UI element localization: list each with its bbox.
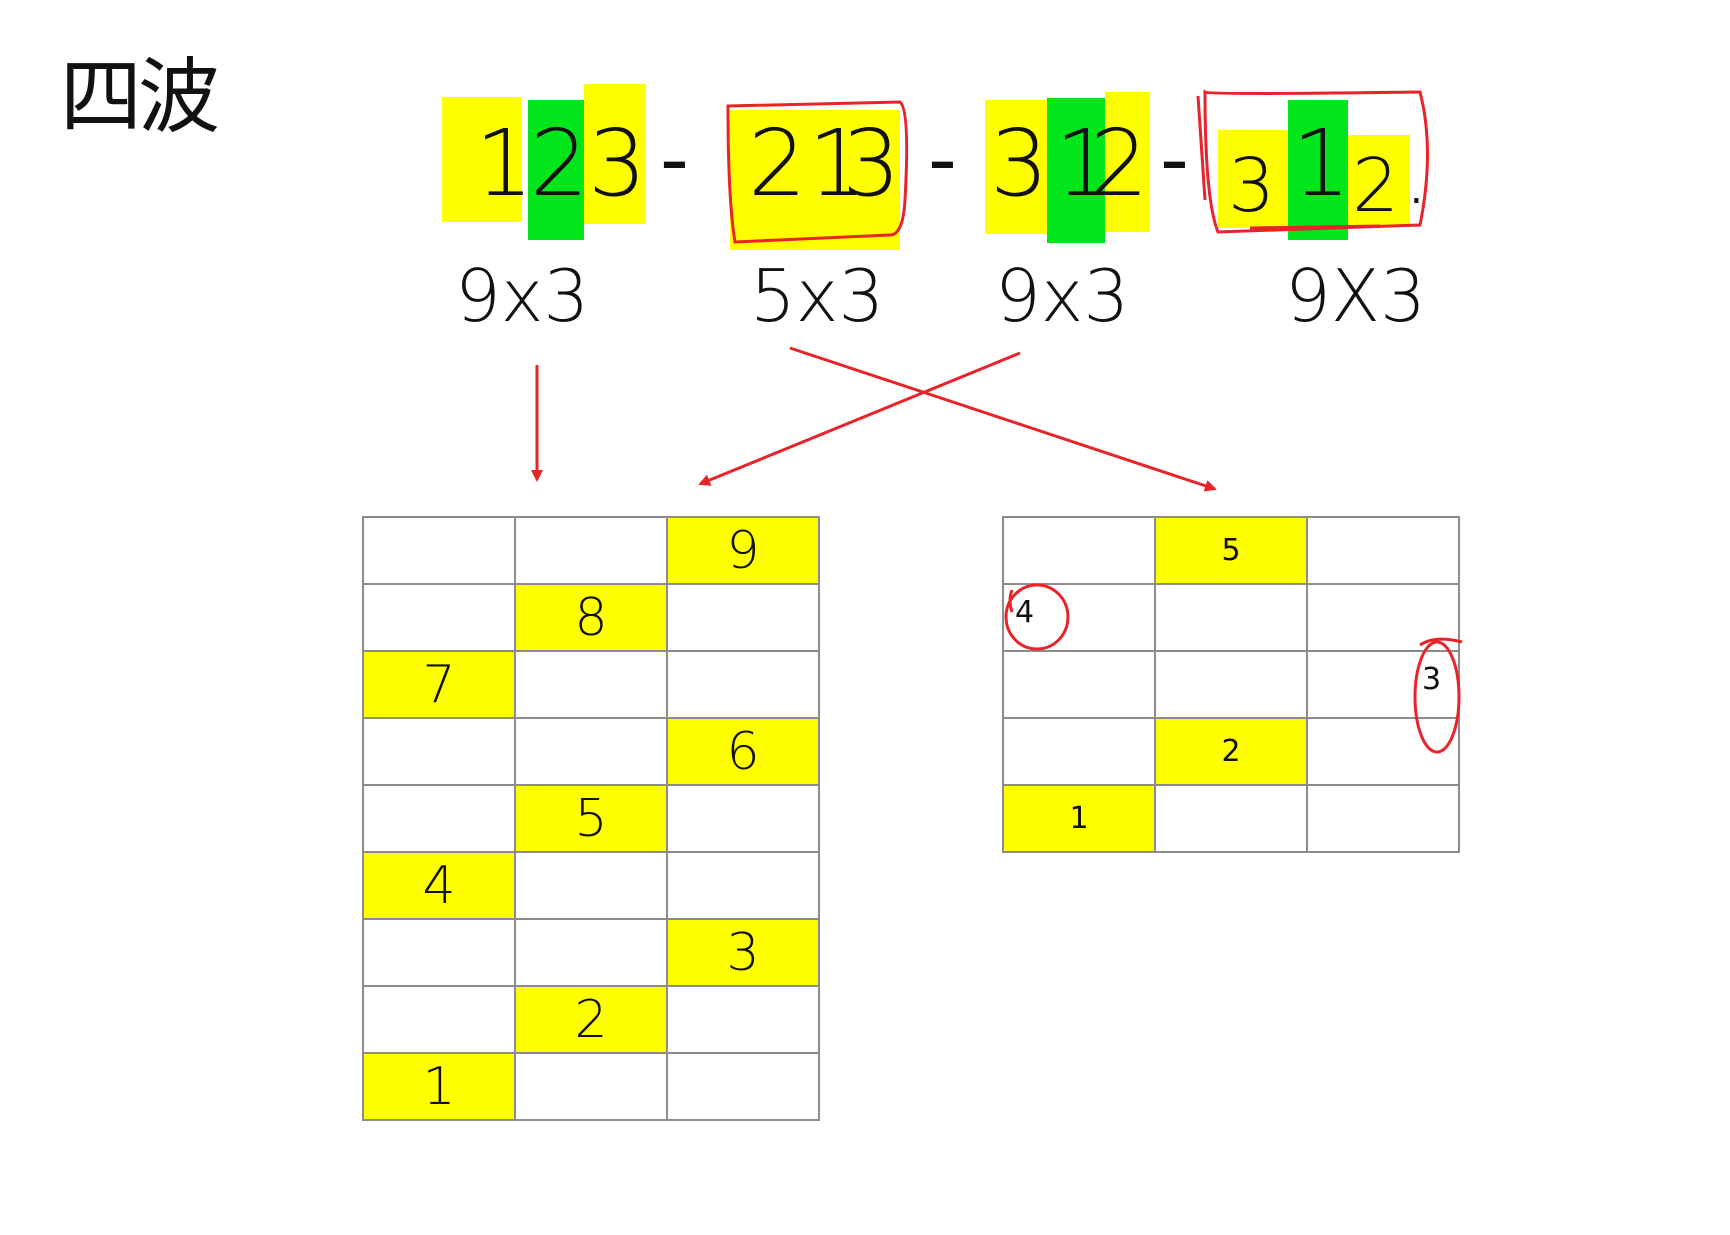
mult-group4: 9X3 — [1285, 254, 1426, 338]
grid-cell — [514, 851, 668, 920]
grid-cell — [1306, 784, 1460, 853]
highlight-group3-d3 — [1105, 92, 1150, 232]
grid-cell — [514, 1052, 668, 1121]
circled-number-right: 3 — [1422, 662, 1442, 697]
highlight-group1-d3 — [584, 84, 646, 224]
box-group2 — [726, 100, 909, 244]
highlight-group1-d2 — [528, 100, 584, 240]
grid-cell: 1 — [1002, 784, 1156, 853]
grid-cell — [666, 650, 820, 719]
grid-cell — [1154, 784, 1308, 853]
grid-cell: 1 — [362, 1052, 516, 1121]
grid-cell — [1306, 650, 1460, 719]
title-handwriting: 四波 — [60, 50, 220, 145]
seq-group3-digit1: 3 — [990, 110, 1049, 217]
grid-cell — [1154, 583, 1308, 652]
seq-group4-digit3: 2 — [1352, 143, 1400, 229]
seq-dash-2: - — [928, 113, 957, 206]
highlight-group4-d3 — [1348, 135, 1410, 225]
grid-row: 7 — [362, 650, 820, 719]
circle-number-4 — [1004, 583, 1070, 651]
arrow-group3-to-left-grid — [698, 351, 1021, 486]
grid-row: 1 — [362, 1052, 820, 1121]
grid-cell — [362, 583, 516, 652]
mult-group3: 9x3 — [995, 254, 1130, 338]
grid-cell — [514, 717, 668, 786]
grid-cell — [666, 985, 820, 1054]
grid-row: 2 — [362, 985, 820, 1054]
grid-row: 8 — [362, 583, 820, 652]
grid-cell — [1002, 717, 1156, 786]
highlight-group3-d2 — [1047, 98, 1105, 243]
grid-cell — [514, 650, 668, 719]
box-group4 — [1196, 89, 1429, 234]
grid-row: 5 — [1002, 516, 1460, 585]
seq-dash-1: - — [660, 113, 689, 206]
grid-cell: 2 — [1154, 717, 1308, 786]
grid-cell: 7 — [362, 650, 516, 719]
mult-group1: 9x3 — [455, 254, 590, 338]
highlight-group4-d2 — [1288, 100, 1348, 240]
seq-group4-digit2: 1 — [1292, 110, 1351, 217]
grid-cell — [1154, 650, 1308, 719]
grid-row: 4 — [362, 851, 820, 920]
grid-cell — [666, 851, 820, 920]
grid-cell — [1002, 650, 1156, 719]
seq-group3-digit3: 2 — [1090, 110, 1149, 217]
seq-group3-digit2: 1 — [1055, 110, 1114, 217]
grid-row — [1002, 650, 1460, 719]
seq-group2-digit1: 2 — [748, 110, 807, 217]
grid-cell: 8 — [514, 583, 668, 652]
grid-cell — [666, 784, 820, 853]
grid-cell — [1306, 516, 1460, 585]
highlight-group4-d1 — [1218, 130, 1288, 228]
grid-row: 2 — [1002, 717, 1460, 786]
arrow-group2-to-right-grid — [789, 346, 1217, 492]
grid-cell — [514, 516, 668, 585]
seq-group2-digit3: 3 — [842, 110, 901, 217]
seq-end-mark: . — [1410, 167, 1423, 213]
grid-cell: 2 — [514, 985, 668, 1054]
grid-cell — [362, 516, 516, 585]
grid-row: 1 — [1002, 784, 1460, 853]
grid-cell — [1002, 583, 1156, 652]
grid-cell: 6 — [666, 717, 820, 786]
underline-group4 — [1249, 224, 1381, 230]
highlight-group1-d1 — [442, 97, 522, 222]
seq-group1-digit1: 1 — [475, 110, 534, 217]
seq-group4-digit1: 3 — [1228, 143, 1276, 229]
grid-cell: 5 — [1154, 516, 1308, 585]
grid-cell — [666, 1052, 820, 1121]
grid-row: 5 — [362, 784, 820, 853]
mult-group2: 5x3 — [750, 254, 885, 338]
grid-cell — [666, 583, 820, 652]
circled-number-left: 4 — [1015, 595, 1035, 630]
grid-row: 6 — [362, 717, 820, 786]
grid-cell: 3 — [666, 918, 820, 987]
seq-group1-digit3: 3 — [588, 110, 647, 217]
grid-cell: 5 — [514, 784, 668, 853]
grid-cell — [514, 918, 668, 987]
seq-group2-digit2: 1 — [808, 110, 867, 217]
grid-cell — [362, 717, 516, 786]
seq-group1-digit2: 2 — [530, 110, 589, 217]
highlight-group3-d1 — [985, 100, 1047, 234]
highlight-group2 — [730, 110, 900, 250]
circle-number-3 — [1413, 640, 1461, 754]
grid-row: 3 — [362, 918, 820, 987]
grid-cell — [362, 918, 516, 987]
grid-row: 9 — [362, 516, 820, 585]
grid-cell: 4 — [362, 851, 516, 920]
grid-cell: 9 — [666, 516, 820, 585]
grid-cell — [1002, 516, 1156, 585]
grid-cell — [362, 985, 516, 1054]
grid-cell — [362, 784, 516, 853]
seq-dash-3: - — [1160, 113, 1189, 206]
